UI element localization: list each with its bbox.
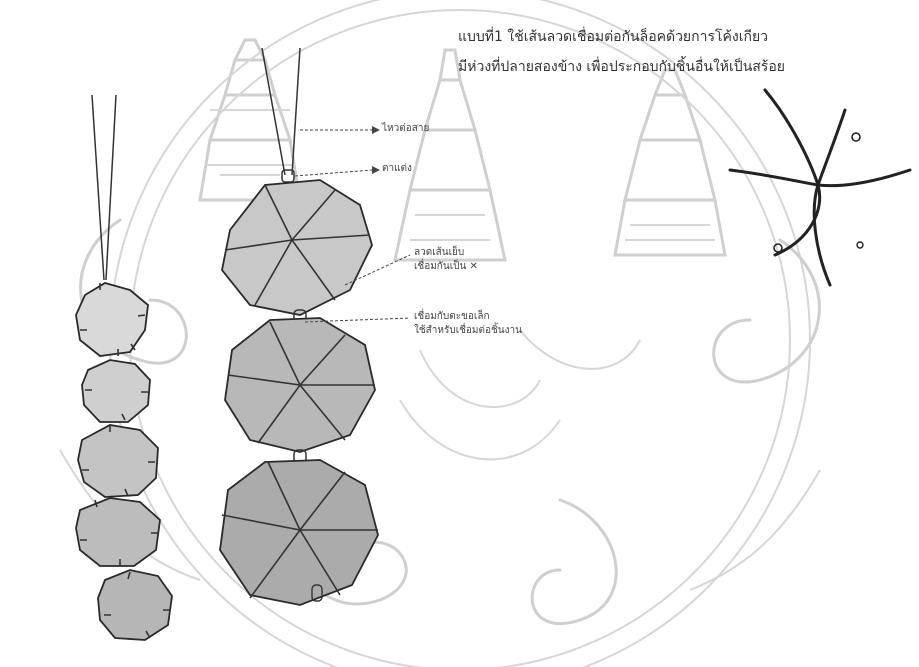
label-hook-link-line-2: ใช้สำหรับเชื่อมต่อชิ้นงาน <box>414 324 522 338</box>
heading-line-2: มีห่วงที่ปลายสองข้าง เพื่อประกอบกับชิ้นอ… <box>458 52 785 82</box>
label-cross-stitch-line-1: ลวดเส้นเย็บ <box>414 246 478 260</box>
label-eyelet: ตาแต่ง <box>382 162 412 176</box>
heading-line-1: แบบที่1 ใช้เส้นลวดเชื่อมต่อกันล็อคด้วยกา… <box>458 22 785 52</box>
middle-strand <box>220 48 378 605</box>
label-cross-stitch: ลวดเส้นเย็บ เชื่อมกันเป็น ✕ <box>414 246 478 274</box>
label-hook-link-line-1: เชื่อมกับตะขอเล็ก <box>414 310 522 324</box>
label-hook-link: เชื่อมกับตะขอเล็ก ใช้สำหรับเชื่อมต่อชิ้น… <box>414 310 522 338</box>
label-wire-connector: ไหวต่อสาย <box>382 122 429 136</box>
heading-text: แบบที่1 ใช้เส้นลวดเชื่อมต่อกันล็อคด้วยกา… <box>458 22 785 82</box>
left-strand <box>76 95 172 640</box>
star-wire <box>730 90 910 285</box>
label-cross-stitch-line-2: เชื่อมกันเป็น ✕ <box>414 260 478 274</box>
